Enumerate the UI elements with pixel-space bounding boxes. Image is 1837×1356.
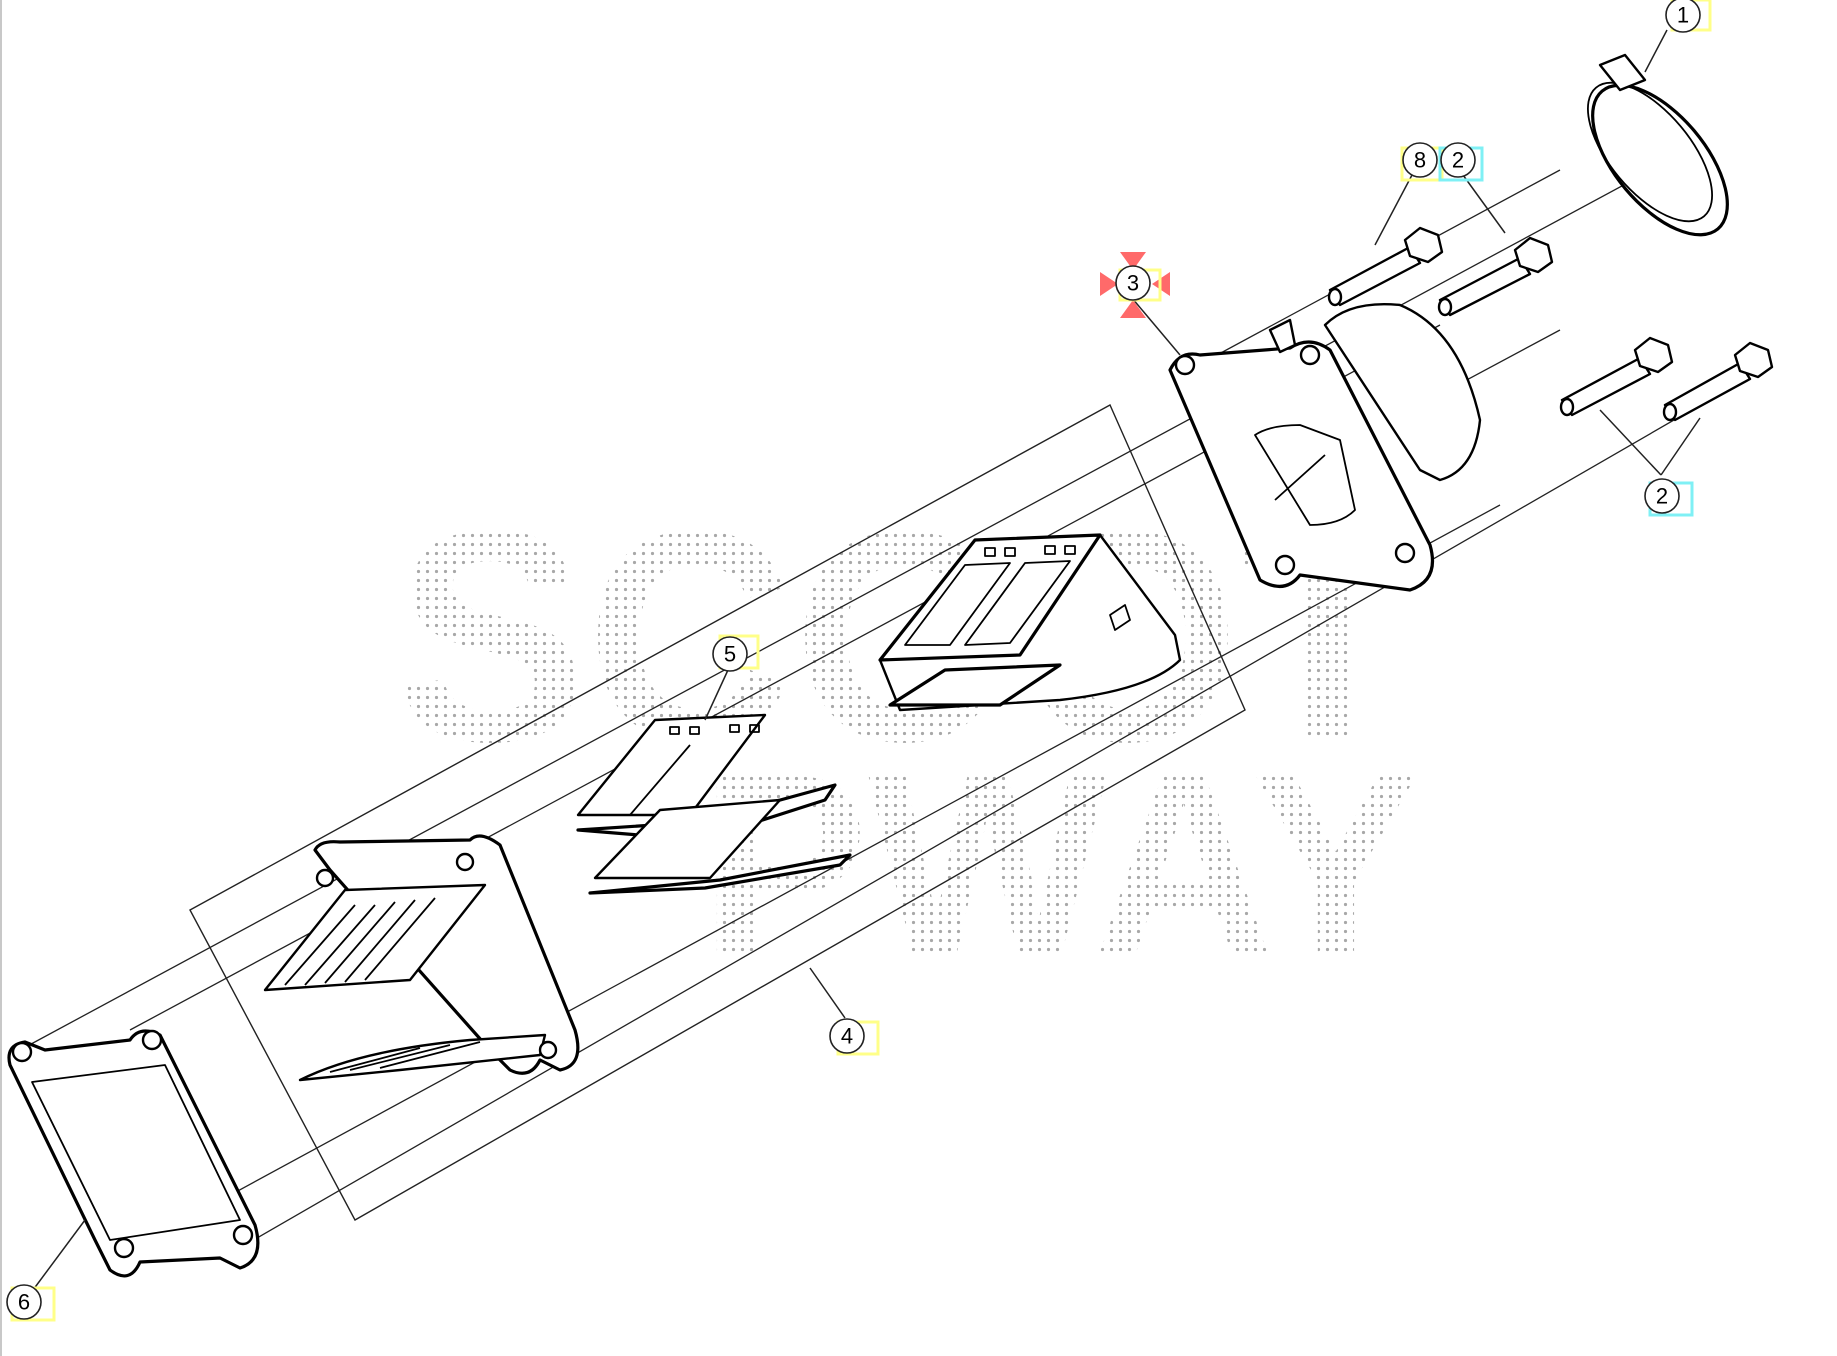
part-reed-petals[interactable] (576, 713, 852, 895)
callout-8[interactable]: 8 (1400, 142, 1444, 182)
selection-marker-left (1100, 272, 1118, 296)
assembly-axes (19, 159, 1701, 1256)
svg-text:6: 6 (18, 1290, 30, 1315)
svg-text:4: 4 (841, 1024, 853, 1049)
leader-lines (32, 29, 1701, 1291)
callout-5[interactable]: 5 (712, 634, 760, 672)
callout-2-lower[interactable]: 2 (1644, 478, 1694, 517)
part-bolt-2-upper[interactable] (1437, 236, 1554, 317)
selection-marker-bottom (1120, 300, 1146, 318)
svg-text:2: 2 (1452, 148, 1464, 173)
part-intake-manifold[interactable] (1168, 303, 1482, 592)
callout-3[interactable]: 3 (1100, 252, 1170, 318)
part-reed-block[interactable] (878, 533, 1182, 712)
part-bolt-2-lower-a[interactable] (1559, 336, 1674, 417)
part-bolt-8[interactable] (1327, 226, 1444, 307)
part-bolt-2-lower-b[interactable] (1662, 341, 1774, 422)
svg-text:3: 3 (1127, 271, 1139, 296)
left-border (0, 0, 2, 1356)
callout-1[interactable]: 1 (1665, 0, 1712, 33)
part-gasket[interactable] (7, 1029, 260, 1278)
svg-text:5: 5 (724, 642, 736, 667)
svg-text:8: 8 (1414, 148, 1426, 173)
callout-4[interactable]: 4 (829, 1018, 880, 1056)
callout-2-upper[interactable]: 2 (1438, 142, 1484, 182)
part-hose-clamp[interactable] (1565, 53, 1752, 258)
part-reed-cage[interactable] (263, 834, 580, 1082)
svg-text:1: 1 (1677, 3, 1689, 28)
svg-text:2: 2 (1656, 484, 1668, 509)
reed-kit-box (189, 404, 1246, 1221)
selection-marker-top (1120, 252, 1146, 270)
callout-6[interactable]: 6 (6, 1284, 56, 1322)
